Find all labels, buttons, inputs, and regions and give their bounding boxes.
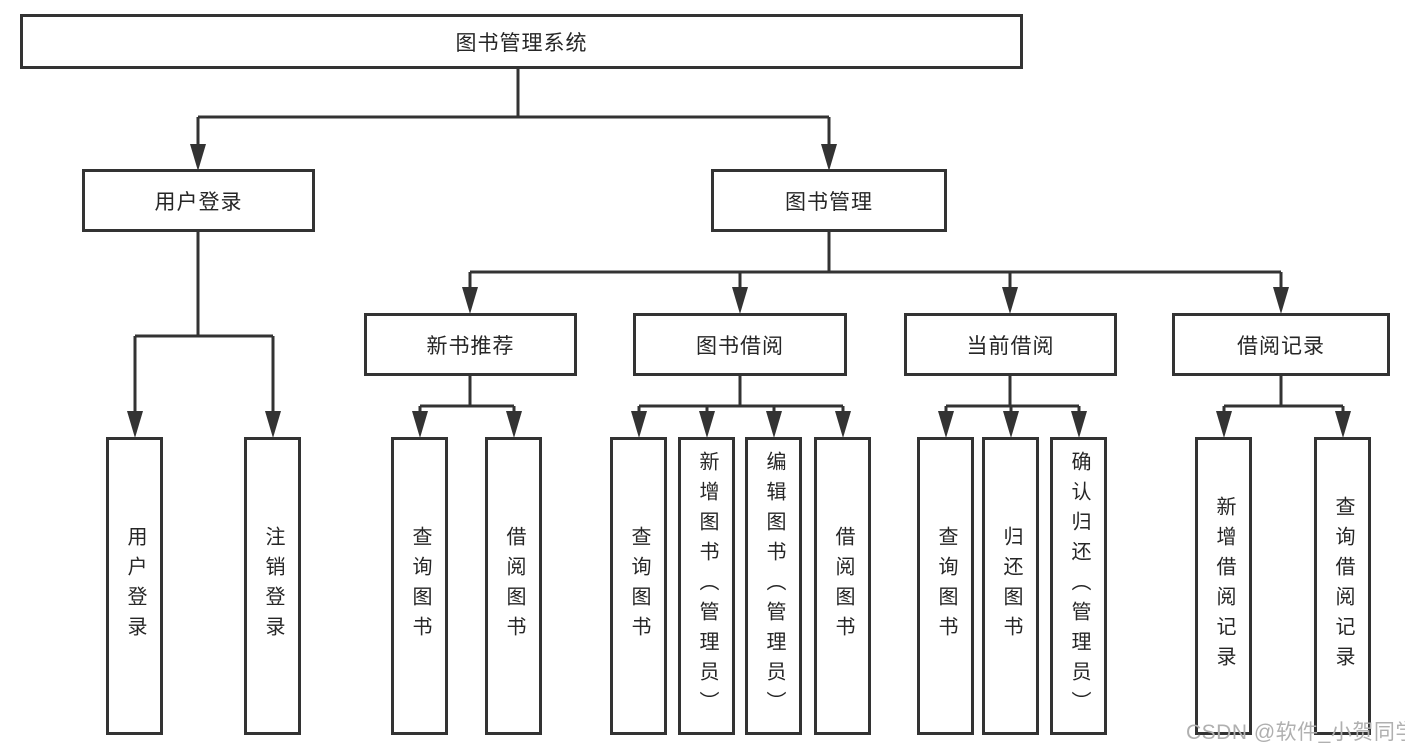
node-book-management: 图书管理 [711,169,947,232]
node-root-label: 图书管理系统 [455,31,588,55]
leaf-recommend-query-book: 查询图书 [391,437,448,735]
leaf-record-query-borrow-record: 查询借阅记录 [1314,437,1371,735]
leaf-borrow-add-book-admin-label: 新增图书（管理员） [696,451,718,721]
leaf-borrow-edit-book-admin-label: 编辑图书（管理员） [763,451,785,721]
node-new-book-recommend-label: 新书推荐 [426,334,515,358]
leaf-current-return-book: 归还图书 [982,437,1039,735]
leaf-record-query-borrow-record-label: 查询借阅记录 [1332,496,1354,676]
node-borrow-record-label: 借阅记录 [1237,334,1325,358]
leaf-recommend-query-book-label: 查询图书 [409,526,431,646]
leaf-borrow-query-book: 查询图书 [610,437,667,735]
leaf-current-query-book: 查询图书 [917,437,974,735]
node-root-library-system: 图书管理系统 [20,14,1023,69]
leaf-borrow-borrow-book: 借阅图书 [814,437,871,735]
csdn-watermark: CSDN @软件_小贺同学 [1186,721,1405,744]
leaf-recommend-borrow-book-label: 借阅图书 [503,526,525,646]
leaf-current-confirm-return-admin: 确认归还（管理员） [1050,437,1107,735]
arrow-heads [127,144,1351,438]
leaf-current-query-book-label: 查询图书 [935,526,957,646]
leaf-record-add-borrow-record-label: 新增借阅记录 [1213,496,1235,676]
node-user-login-label: 用户登录 [154,190,243,214]
leaf-logout: 注销登录 [244,437,301,735]
leaf-borrow-add-book-admin: 新增图书（管理员） [678,437,735,735]
leaf-borrow-edit-book-admin: 编辑图书（管理员） [745,437,802,735]
node-current-borrow-label: 当前借阅 [966,334,1055,358]
leaf-record-add-borrow-record: 新增借阅记录 [1195,437,1252,735]
leaf-user-login: 用户登录 [106,437,163,735]
node-borrow-record: 借阅记录 [1172,313,1390,376]
leaf-current-return-book-label: 归还图书 [1000,526,1022,646]
leaf-recommend-borrow-book: 借阅图书 [485,437,542,735]
leaf-current-confirm-return-admin-label: 确认归还（管理员） [1068,451,1090,721]
leaf-logout-label: 注销登录 [262,526,284,646]
leaf-user-login-label: 用户登录 [124,526,146,646]
node-book-management-label: 图书管理 [785,190,873,214]
leaf-borrow-query-book-label: 查询图书 [628,526,650,646]
node-book-borrow: 图书借阅 [633,313,847,376]
node-book-borrow-label: 图书借阅 [696,334,784,358]
node-new-book-recommend: 新书推荐 [364,313,577,376]
leaf-borrow-borrow-book-label: 借阅图书 [832,526,854,646]
node-user-login: 用户登录 [82,169,315,232]
node-current-borrow: 当前借阅 [904,313,1117,376]
